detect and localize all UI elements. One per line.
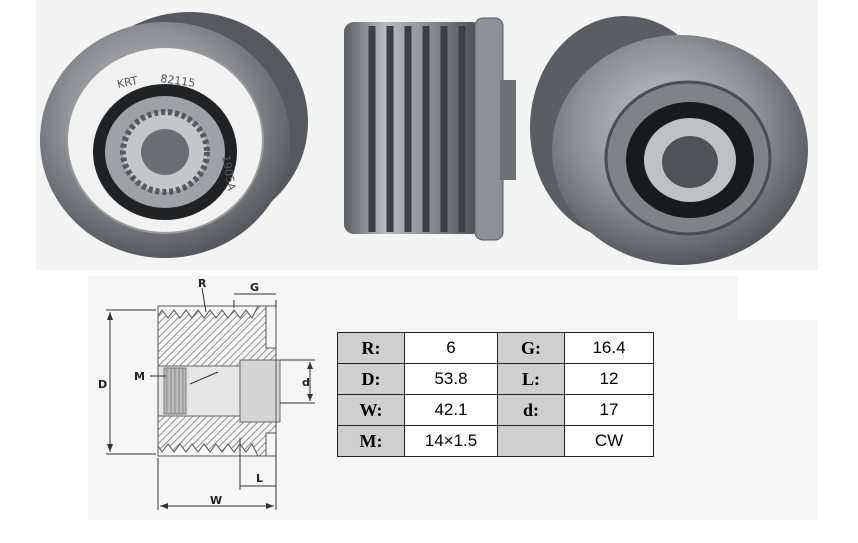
- spec-value: 14×1.5: [404, 425, 498, 457]
- table-row: M: 14×1.5 CW: [337, 425, 654, 457]
- spec-label: d:: [497, 394, 565, 426]
- engraving-code: 1905A: [219, 154, 238, 192]
- spec-value: CW: [564, 425, 654, 457]
- spec-label: G:: [497, 332, 565, 364]
- label-D: D: [98, 378, 107, 391]
- table-row: D: 53.8 L: 12: [337, 363, 654, 395]
- spec-label: R:: [337, 332, 405, 364]
- pulley-front-view: KRT 82115 1905A: [40, 12, 308, 258]
- label-d: d: [302, 376, 310, 389]
- label-G: G: [250, 281, 259, 294]
- table-row: W: 42.1 d: 17: [337, 394, 654, 426]
- spec-value: 6: [404, 332, 498, 364]
- spec-value: 42.1: [404, 394, 498, 426]
- pulley-rear-view: [530, 16, 808, 265]
- cross-section: [157, 305, 281, 457]
- spec-value: 16.4: [564, 332, 654, 364]
- spec-value: 53.8: [404, 363, 498, 395]
- spec-label: L:: [497, 363, 565, 395]
- pulley-side-view: [344, 17, 516, 241]
- panel-notch: [738, 270, 818, 320]
- spec-value: 17: [564, 394, 654, 426]
- label-W: W: [210, 494, 222, 507]
- label-L: L: [256, 472, 263, 485]
- pulley-photos: KRT 82115 1905A: [40, 12, 808, 265]
- spec-label: W:: [337, 394, 405, 426]
- spec-label-empty: [497, 425, 565, 457]
- engraving-part: 82115: [160, 72, 196, 90]
- spec-label: M:: [337, 425, 405, 457]
- dimension-drawing: D R G M d W L: [98, 278, 315, 510]
- table-row: R: 6 G: 16.4: [337, 332, 654, 364]
- spec-label: D:: [337, 363, 405, 395]
- label-R: R: [198, 278, 207, 290]
- spec-value: 12: [564, 363, 654, 395]
- spec-table: R: 6 G: 16.4 D: 53.8 L: 12 W: 42.1 d: 17…: [337, 332, 654, 457]
- label-M: M: [134, 370, 145, 383]
- engraving-brand: KRT: [116, 74, 139, 91]
